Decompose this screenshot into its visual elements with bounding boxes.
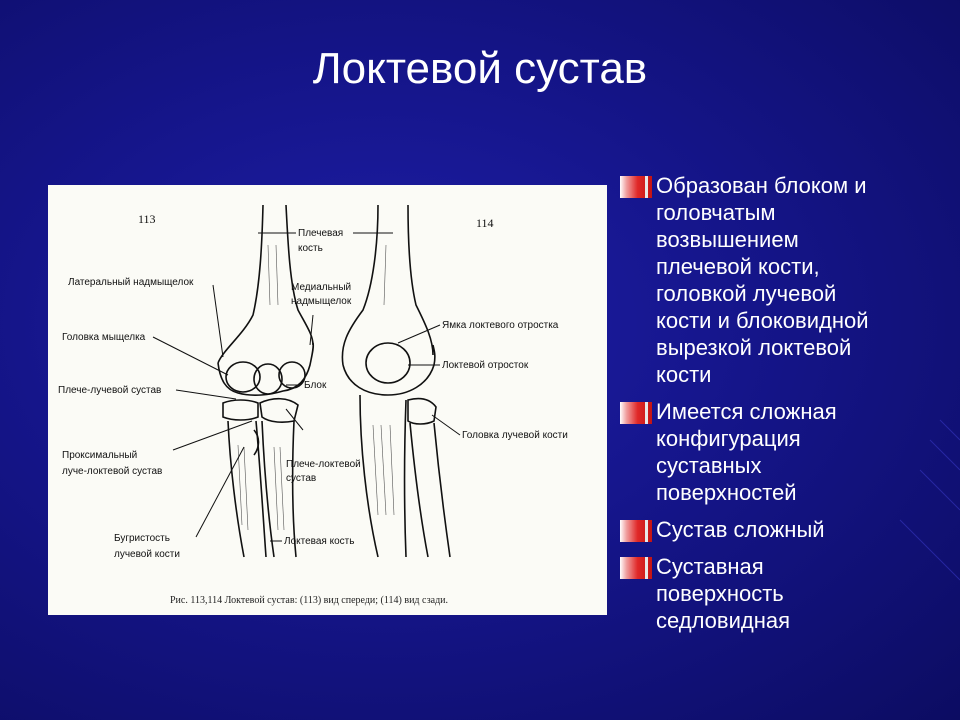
label-humeroradial-joint: Плече-лучевой сустав (58, 385, 161, 396)
bullet-text: Сустав сложный (656, 517, 825, 542)
list-item: Суставная поверхность седловидная (620, 553, 950, 634)
label-leader-lines (152, 232, 461, 542)
elbow-joint-figure: 113 114 (48, 185, 607, 615)
bullet-marker-icon (620, 176, 652, 198)
page-title: Локтевой сустав (312, 44, 648, 93)
label-head-condyle: Головка мыщелка (62, 332, 146, 343)
list-item: Имеется сложная конфигурация суставных п… (620, 398, 950, 506)
label-olecranon: Локтевой отросток (442, 360, 529, 371)
bullet-text: Имеется сложная конфигурация суставных п… (656, 399, 837, 505)
back-view-bones (341, 204, 451, 558)
label-lateral-epicondyle: Латеральный надмыщелок (68, 277, 194, 288)
bullet-text: Образован блоком и головчатым возвышение… (656, 173, 869, 387)
list-item: Сустав сложный (620, 516, 950, 543)
figure-caption: Рис. 113,114 Локтевой сустав: (113) вид … (170, 595, 448, 606)
label-radial-head: Головка лучевой кости (462, 430, 568, 441)
front-view-bones (217, 204, 315, 558)
bullet-text: Суставная поверхность седловидная (656, 554, 791, 633)
figure-number-114: 114 (476, 216, 494, 230)
back-view-shading (372, 244, 395, 516)
label-ulna: Локтевая кость (284, 536, 354, 547)
label-trochlea: Блок (304, 380, 327, 391)
figure-number-113: 113 (138, 212, 156, 226)
bullet-list: Образован блоком и головчатым возвышение… (620, 172, 950, 644)
bullet-marker-icon (620, 402, 652, 424)
bullet-marker-icon (620, 557, 652, 579)
label-olecranon-fossa: Ямка локтевого отростка (442, 320, 559, 331)
bullet-marker-icon (620, 520, 652, 542)
list-item: Образован блоком и головчатым возвышение… (620, 172, 950, 388)
elbow-anatomy-drawing: 113 114 (58, 204, 568, 606)
front-view-shading (237, 244, 285, 531)
